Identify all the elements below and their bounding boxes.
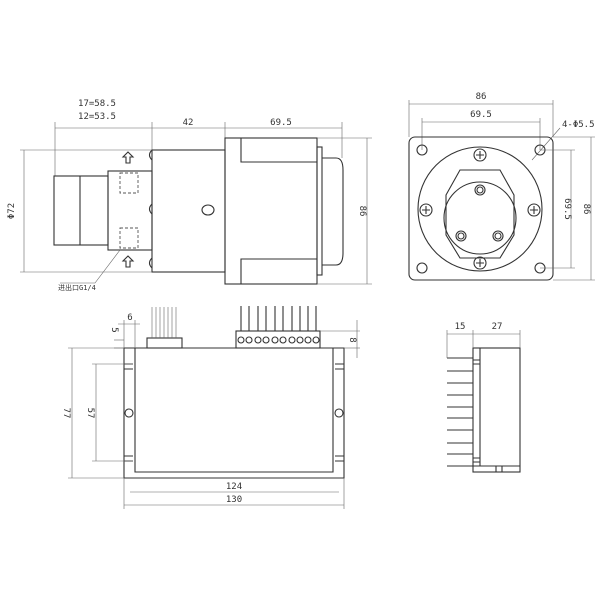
port-label: 进出口G1/4 <box>58 283 96 292</box>
flow-arrow-icon <box>121 151 135 164</box>
dim-height: 86 <box>357 206 367 217</box>
dim-6: 6 <box>127 313 132 323</box>
dim-8: 8 <box>347 337 357 342</box>
dim-124: 124 <box>226 482 242 492</box>
driver-top-view: 6 5 8 77 57 124 130 <box>61 306 360 509</box>
driver-pins <box>447 357 473 467</box>
dim-5: 5 <box>109 327 119 332</box>
dim-130: 130 <box>226 495 242 505</box>
screw-icon <box>419 148 541 270</box>
terminal-block <box>237 306 320 344</box>
pump-side-view: 17=58.5 12=53.5 42 69.5 Φ72 86 进出口G1/4 <box>7 99 372 292</box>
driver-side-view: 15 27 <box>446 322 521 473</box>
dim-57: 57 <box>85 408 95 419</box>
dim-diameter: Φ72 <box>7 203 17 219</box>
dim-15: 15 <box>455 322 466 332</box>
dim-length-12: 12=53.5 <box>78 112 116 122</box>
flow-arrow-icon <box>121 255 135 268</box>
dim-motor: 69.5 <box>270 118 292 128</box>
dim-27: 27 <box>492 322 503 332</box>
pump-front-view: 86 69.5 4-Φ5.5 69.5 86 <box>408 92 595 281</box>
dim-middle: 42 <box>183 118 194 128</box>
dim-holes: 4-Φ5.5 <box>562 120 595 130</box>
dim-hole-spacing-h: 69.5 <box>470 110 492 120</box>
dim-77: 77 <box>61 408 71 419</box>
dim-height-front: 86 <box>581 204 591 215</box>
dim-length-17: 17=58.5 <box>78 99 116 109</box>
dim-width: 86 <box>476 92 487 102</box>
dim-hole-spacing-v: 69.5 <box>562 198 572 220</box>
